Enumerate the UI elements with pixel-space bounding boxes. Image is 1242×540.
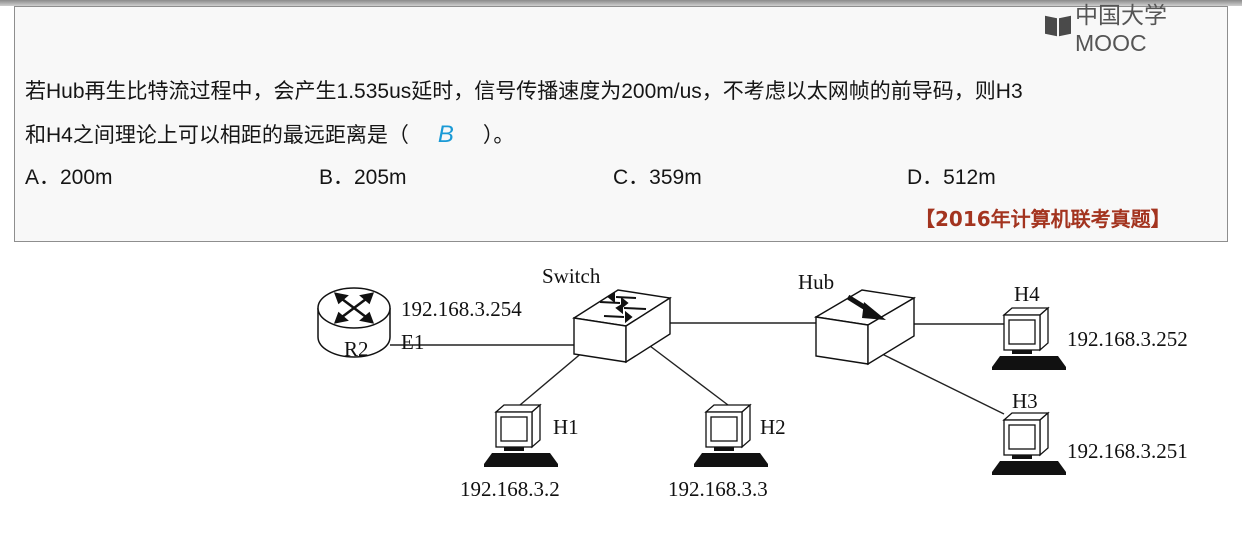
host-h1-ip: 192.168.3.2 [460, 477, 560, 501]
question-line-1: 若Hub再生比特流过程中，会产生1.535us延时，信号传播速度为200m/us… [25, 80, 1023, 103]
router-name: R2 [344, 337, 369, 361]
switch-label: Switch [542, 264, 601, 288]
host-h2-computer-icon [693, 404, 769, 468]
option-d: D．512m [907, 166, 996, 189]
question-line-2-prefix: 和H4之间理论上可以相距的最远距离是（ [25, 124, 409, 147]
hub-device [813, 289, 917, 366]
host-h3-name: H3 [1012, 389, 1038, 413]
logo-text: 中国大学MOOC [1075, 1, 1168, 56]
router-arrows-icon [333, 292, 375, 324]
links [390, 322, 1005, 415]
switch-device [572, 289, 672, 364]
host-h3-ip: 192.168.3.251 [1067, 439, 1188, 463]
router-port: E1 [401, 330, 424, 354]
option-a: A．200m [25, 166, 113, 189]
book-icon [1045, 15, 1071, 37]
handwritten-answer: B [437, 121, 454, 148]
network-diagram: R2 192.168.3.254 E1 Switch Hub H1 192.16… [317, 264, 1188, 501]
host-h4-computer-icon [991, 307, 1067, 371]
hub-arrow-icon [846, 294, 886, 320]
question-source: 【2016年计算机联考真题】 [915, 207, 1171, 231]
switch-arrows-icon [599, 292, 647, 324]
link-switch-h2 [649, 345, 729, 406]
option-c: C．359m [613, 166, 702, 189]
question-line-2: 和H4之间理论上可以相距的最远距离是（ B ）。 [25, 119, 514, 149]
host-h2-ip: 192.168.3.3 [668, 477, 768, 501]
router-r2 [317, 287, 391, 358]
question-panel: 中国大学MOOC 若Hub再生比特流过程中，会产生1.535us延时，信号传播速… [14, 2, 1228, 242]
host-h2-name: H2 [760, 415, 786, 439]
hub-label: Hub [798, 270, 834, 294]
host-h3-computer-icon [991, 412, 1067, 476]
host-h4-ip: 192.168.3.252 [1067, 327, 1188, 351]
router-ip: 192.168.3.254 [401, 297, 522, 321]
question-line-2-suffix: ）。 [482, 124, 515, 147]
option-b: B．205m [319, 166, 407, 189]
host-h1-name: H1 [553, 415, 579, 439]
host-h4-name: H4 [1014, 282, 1040, 306]
mooc-logo: 中国大学MOOC [1045, 2, 1227, 56]
window-top-bar [0, 0, 1242, 6]
link-switch-h1 [519, 345, 591, 406]
link-hub-h3 [877, 351, 1005, 415]
host-h1-computer-icon [483, 404, 559, 468]
